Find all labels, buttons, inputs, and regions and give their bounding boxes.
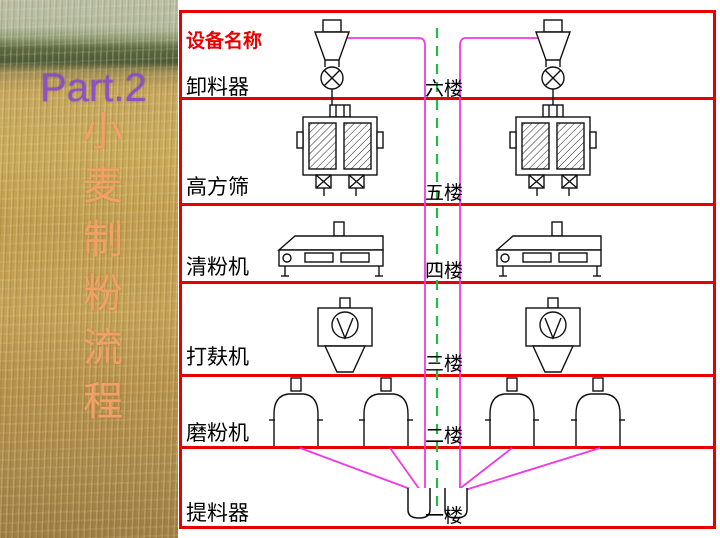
vertical-title-char: 流 <box>83 325 123 370</box>
equipment-name-label: 磨粉机 <box>186 421 249 445</box>
floor-label: 五楼 <box>425 183 464 204</box>
floor-label: 一楼 <box>425 506 464 527</box>
equipment-drawing <box>268 19 626 519</box>
floor-divider <box>182 374 713 377</box>
purifier-icon <box>278 221 384 277</box>
vertical-title: 小 麦 制 粉 流 程 <box>70 112 136 422</box>
floor-label: 二楼 <box>425 426 464 447</box>
pneumatic-duct-line <box>299 37 601 491</box>
floor-divider <box>182 203 713 206</box>
vertical-title-char: 小 <box>83 109 123 154</box>
bran-finisher-icon <box>525 297 581 373</box>
part-label: Part.2 <box>40 66 147 110</box>
roller-mill-icon <box>484 377 540 447</box>
process-diagram: 设备名称 卸料器 高方筛 清粉机 打麸机 磨粉机 提料器 六楼 五楼 四楼 三楼… <box>179 10 716 529</box>
vertical-title-char: 程 <box>83 379 123 424</box>
purifier-icon <box>496 221 602 277</box>
floor-divider <box>182 281 713 284</box>
floor-label: 三楼 <box>425 354 464 375</box>
header-label: 设备名称 <box>186 31 263 52</box>
roller-mill-icon <box>268 377 324 447</box>
roller-mill-icon <box>358 377 414 447</box>
vertical-title-char: 粉 <box>83 271 123 316</box>
equipment-name-label: 高方筛 <box>186 175 249 199</box>
cyclone-discharger-icon <box>535 19 571 106</box>
equipment-name-label: 提料器 <box>186 501 249 525</box>
wheat-field-photo <box>0 0 178 538</box>
floor-label: 六楼 <box>425 79 464 100</box>
equipment-name-label: 卸料器 <box>186 75 249 99</box>
floor-label: 四楼 <box>425 261 464 282</box>
floor-divider <box>182 97 713 100</box>
vertical-title-char: 麦 <box>83 163 123 208</box>
equipment-name-label: 清粉机 <box>186 255 249 279</box>
plansifter-icon <box>509 104 597 197</box>
cyclone-discharger-icon <box>314 19 350 106</box>
roller-mill-icon <box>570 377 626 447</box>
floor-divider <box>182 446 713 449</box>
plansifter-icon <box>296 104 384 197</box>
vertical-title-char: 制 <box>83 217 123 262</box>
bran-finisher-icon <box>317 297 373 373</box>
bucket-elevator-icon <box>407 488 468 519</box>
equipment-name-label: 打麸机 <box>186 345 249 369</box>
